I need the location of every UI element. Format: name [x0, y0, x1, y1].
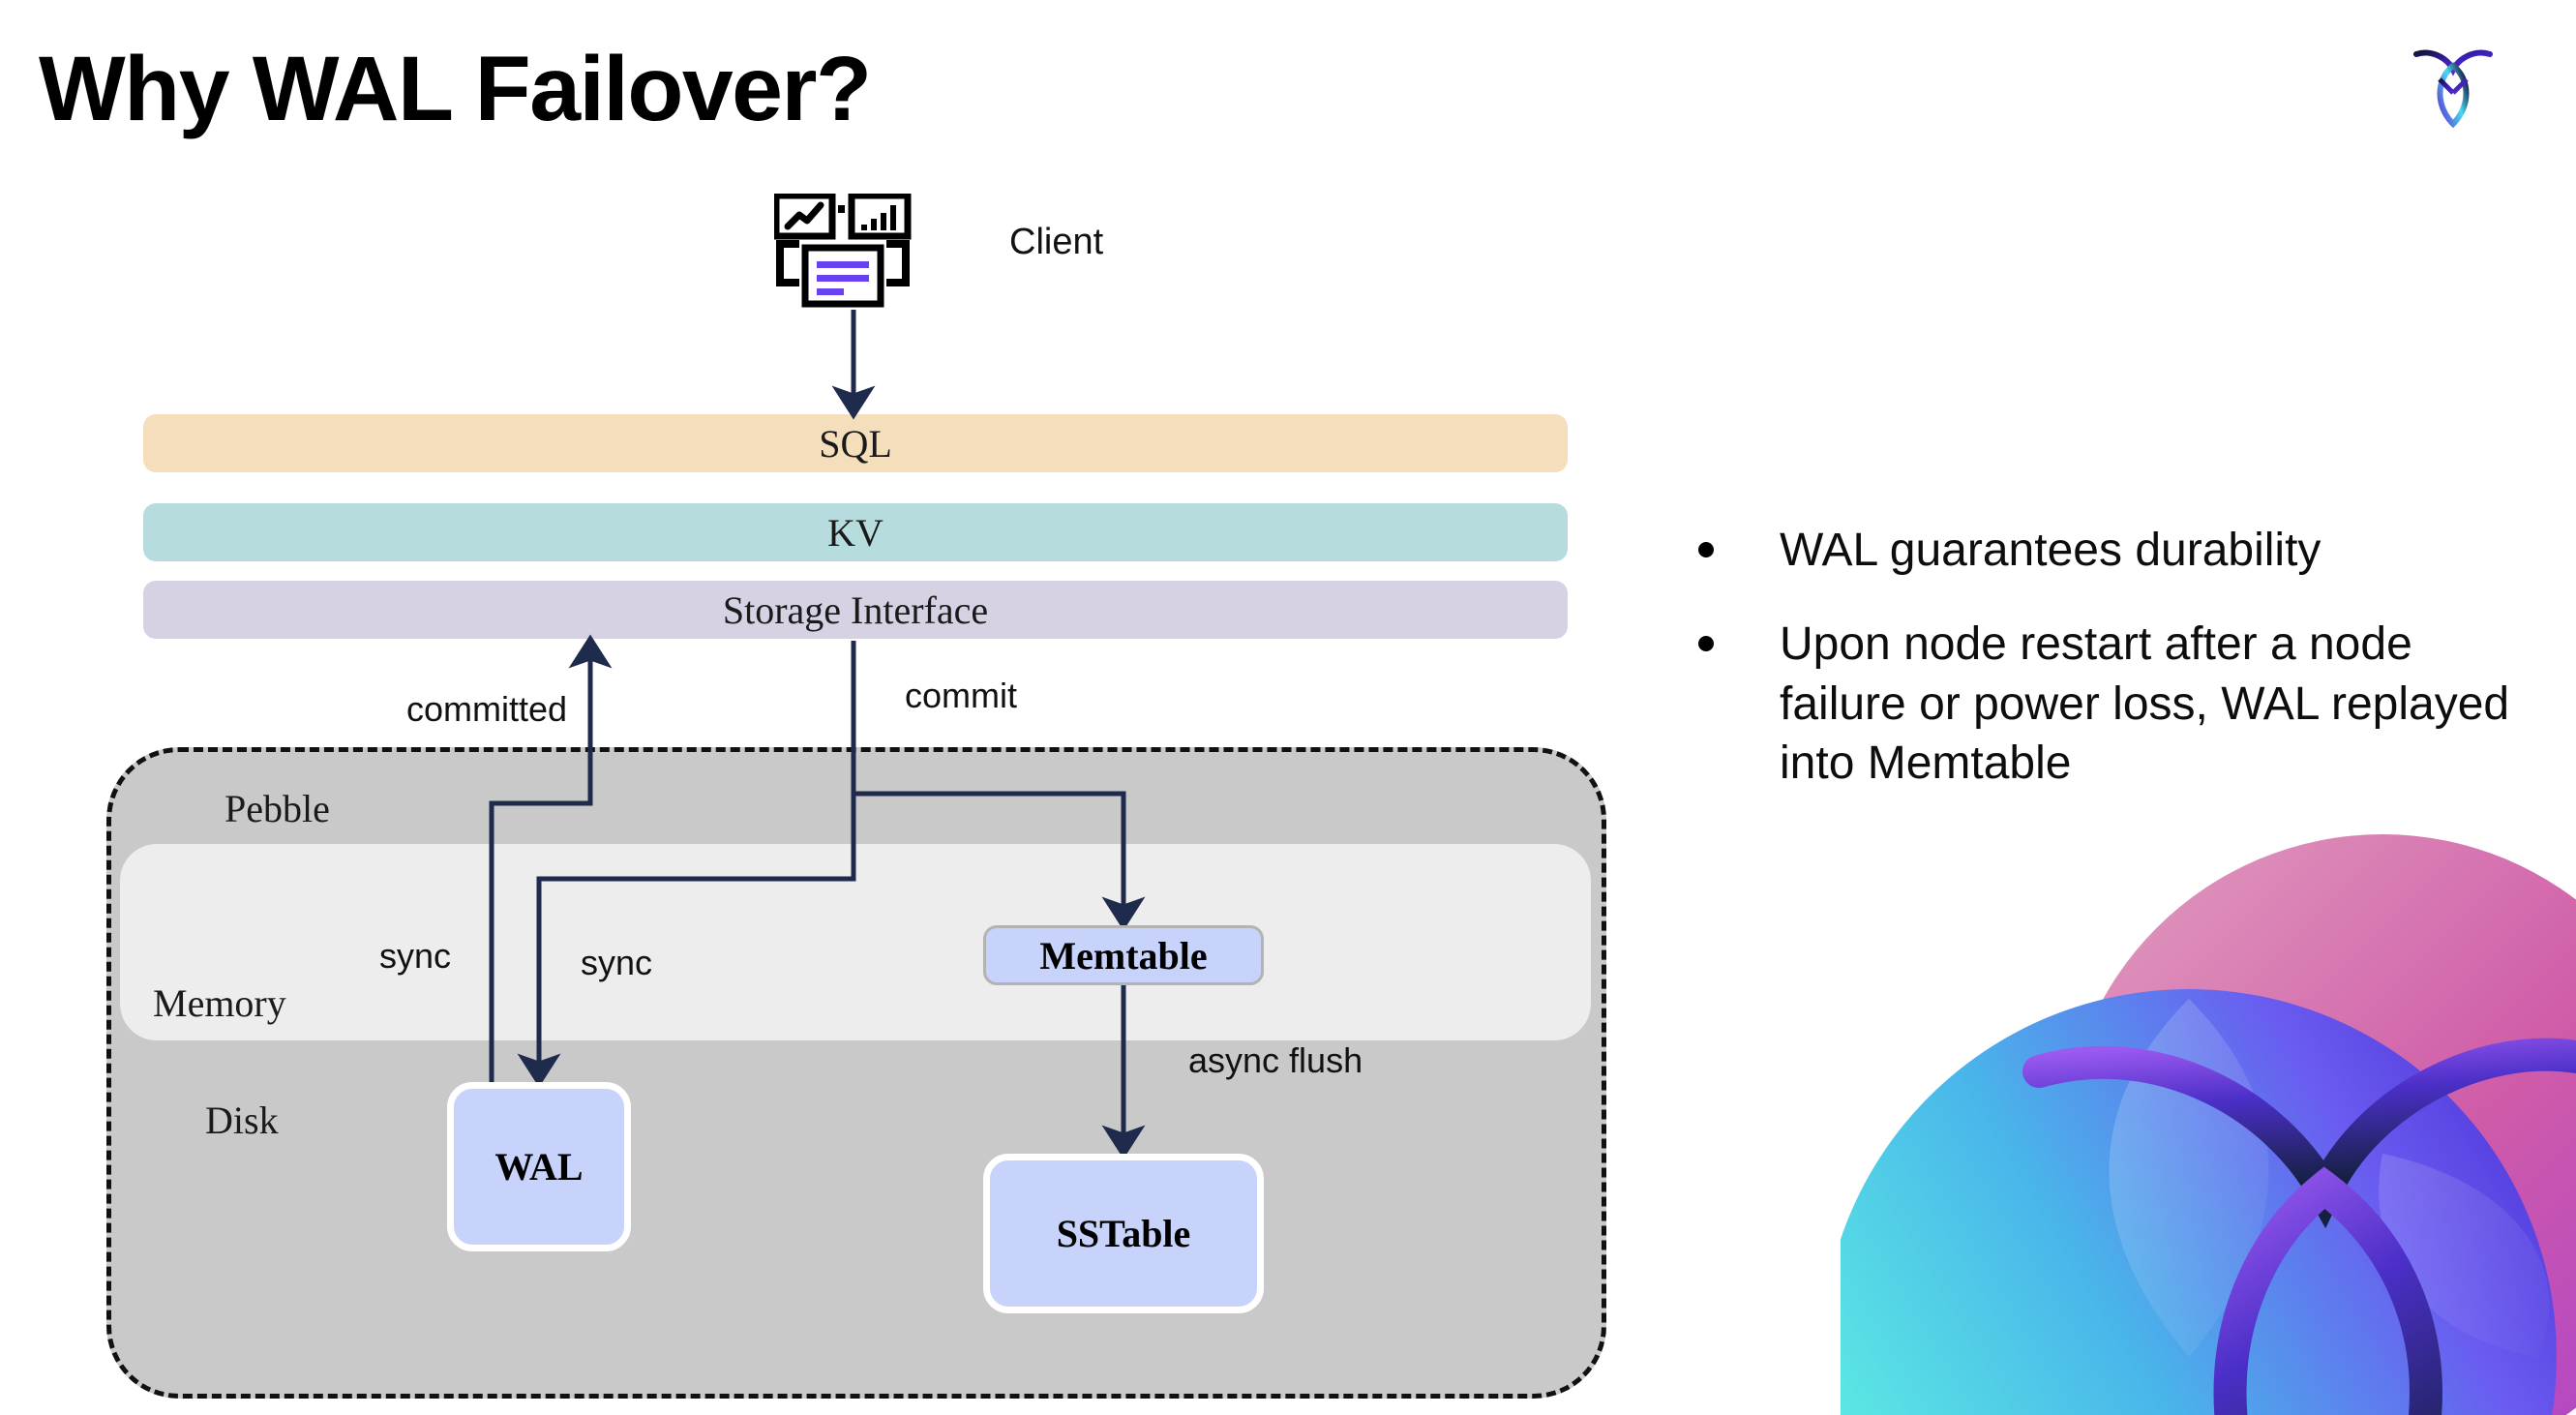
client-devices-icon	[772, 192, 929, 310]
page-title: Why WAL Failover?	[39, 38, 872, 140]
list-item: Upon node restart after a node failure o…	[1698, 615, 2531, 793]
edge-label-sync-right: sync	[581, 943, 653, 982]
layer-label-sql: SQL	[819, 421, 892, 466]
node-label-wal: WAL	[494, 1145, 584, 1189]
bullet-dot-icon	[1698, 542, 1714, 557]
edge-label-commit: commit	[905, 676, 1017, 715]
memory-region	[120, 844, 1591, 1040]
layer-label-storage-interface: Storage Interface	[722, 587, 989, 632]
edge-label-async-flush: async flush	[1188, 1040, 1363, 1080]
node-sstable: SSTable	[983, 1154, 1264, 1313]
pebble-label: Pebble	[225, 787, 330, 830]
bullet-list: WAL guarantees durability Upon node rest…	[1698, 521, 2531, 828]
edge-label-sync-left: sync	[379, 936, 452, 976]
layer-bar-sql: SQL	[143, 414, 1568, 472]
layer-label-kv: KV	[827, 510, 884, 555]
decorative-artwork	[1841, 815, 2576, 1415]
node-label-memtable: Memtable	[1039, 933, 1208, 978]
bullet-text: WAL guarantees durability	[1780, 525, 2321, 576]
memory-label: Memory	[153, 981, 286, 1025]
client-label: Client	[1009, 222, 1104, 262]
bullet-dot-icon	[1698, 636, 1714, 652]
list-item: WAL guarantees durability	[1698, 521, 2531, 580]
layer-bar-storage-interface: Storage Interface	[143, 581, 1568, 639]
bullet-text: Upon node restart after a node failure o…	[1780, 618, 2510, 790]
node-memtable: Memtable	[983, 925, 1264, 985]
layer-bar-kv: KV	[143, 503, 1568, 561]
disk-label: Disk	[205, 1099, 279, 1142]
cockroachdb-logo	[2407, 37, 2500, 130]
node-wal: WAL	[447, 1082, 631, 1251]
node-label-sstable: SSTable	[1056, 1212, 1191, 1255]
edge-label-committed: committed	[406, 689, 568, 729]
